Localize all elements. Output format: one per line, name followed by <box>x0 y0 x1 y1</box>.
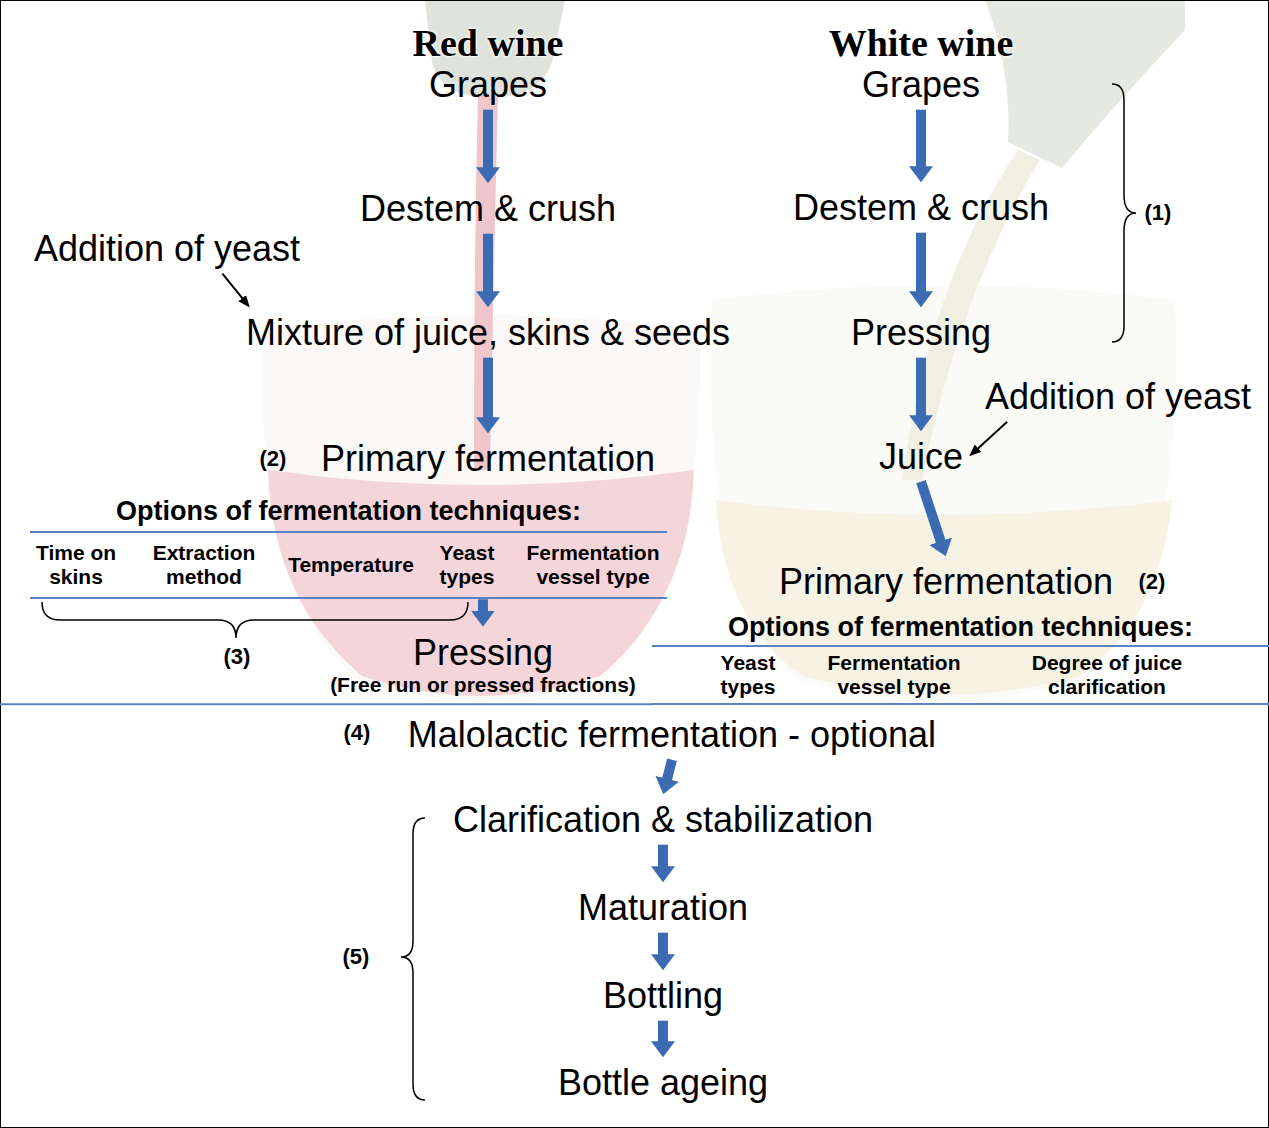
flow-arrow <box>478 599 488 611</box>
callout-number: (4) <box>343 720 372 745</box>
process-step: Bottle ageing <box>553 1058 774 1107</box>
step-label: Addition of yeast <box>33 228 302 269</box>
technique-options-band: Options of fermentation techniques:Yeast… <box>652 612 1269 705</box>
process-step: Mixture of juice, skins & seeds <box>241 308 736 357</box>
step-label: Addition of yeast <box>984 376 1253 417</box>
white-wine-bottle <box>985 0 1185 168</box>
callout-number: (2) <box>1138 569 1167 594</box>
flow-arrow <box>658 845 668 868</box>
step-label: Primary fermentation <box>778 561 1115 602</box>
table-cell: Temperature <box>287 553 415 577</box>
step-label: Primary fermentation <box>320 438 657 479</box>
bracket-three <box>42 602 468 638</box>
column-heading: White wine <box>828 22 1015 66</box>
flow-arrow <box>658 1021 668 1043</box>
process-step: Malolactic fermentation - optional <box>403 710 942 759</box>
step-label: Grapes <box>428 64 549 105</box>
process-step: Grapes <box>424 60 553 109</box>
process-step: Addition of yeast <box>29 224 306 273</box>
flow-arrow <box>921 482 941 542</box>
table-cell: Yeast types <box>716 651 780 699</box>
step-label: Bottle ageing <box>557 1062 770 1103</box>
technique-options-band: Options of fermentation techniques: Time … <box>30 496 667 599</box>
flow-arrow <box>916 110 926 168</box>
process-step: Grapes <box>857 60 986 109</box>
callout-number: (3) <box>223 644 252 669</box>
callout-number: (5) <box>342 944 371 969</box>
flow-arrow <box>483 358 493 419</box>
process-step: Juice <box>874 432 969 481</box>
step-label: Clarification & stabilization <box>452 799 875 840</box>
step-label: Maturation <box>577 887 750 928</box>
bracket-five <box>401 818 425 1100</box>
process-step: Destem & crush <box>788 183 1055 232</box>
separator-rule <box>0 703 653 705</box>
table-cell: Extraction method <box>148 541 260 589</box>
table-cell: Fermentation vessel type <box>823 651 965 699</box>
options-heading: Options of fermentation techniques: <box>652 612 1269 643</box>
process-step: Pressing <box>846 308 997 357</box>
callout-number: (1) <box>1144 200 1173 225</box>
process-step: Primary fermentation <box>316 434 661 483</box>
table-cell: Yeast types <box>435 541 499 589</box>
step-label: Pressing <box>850 312 993 353</box>
step-note: (Free run or pressed fractions) <box>329 673 637 696</box>
step-label: Bottling <box>602 975 725 1016</box>
callout-number: (2) <box>259 446 288 471</box>
flow-arrow <box>916 233 926 293</box>
red-wine-stream <box>474 96 498 470</box>
flow-arrow <box>667 760 672 780</box>
table-cell: Time on skins <box>30 541 122 589</box>
process-step: Primary fermentation <box>774 557 1119 606</box>
step-label: Pressing <box>329 632 637 673</box>
step-label: Malolactic fermentation - optional <box>407 714 938 755</box>
process-step: Clarification & stabilization <box>448 795 879 844</box>
process-step: Bottling <box>598 971 729 1020</box>
step-label: Juice <box>878 436 965 477</box>
table-cell: Degree of juice clarification <box>1016 651 1198 699</box>
options-table-row: Yeast types Fermentation vessel type Degre… <box>652 645 1269 705</box>
flow-arrow <box>483 234 493 293</box>
table-cell: Fermentation vessel type <box>522 541 664 589</box>
process-step: Maturation <box>573 883 754 932</box>
process-step: Pressing(Free run or pressed fractions) <box>325 628 641 700</box>
yeast-addition-arrow <box>977 422 1007 449</box>
bracket-one <box>1112 84 1136 342</box>
step-label: Destem & crush <box>792 187 1051 228</box>
step-label: Destem & crush <box>359 188 618 229</box>
options-heading: Options of fermentation techniques: <box>30 496 667 527</box>
column-heading: Red wine <box>412 22 565 66</box>
process-step: Destem & crush <box>355 184 622 233</box>
options-table-row: Time on skins Extraction method Temperatur… <box>30 531 667 599</box>
step-label: Mixture of juice, skins & seeds <box>245 312 732 353</box>
yeast-addition-arrow <box>222 274 242 299</box>
flow-arrow <box>483 110 493 169</box>
step-label: Grapes <box>861 64 982 105</box>
flow-arrow <box>658 933 668 956</box>
flow-arrow <box>916 358 926 417</box>
process-step: Addition of yeast <box>980 372 1257 421</box>
